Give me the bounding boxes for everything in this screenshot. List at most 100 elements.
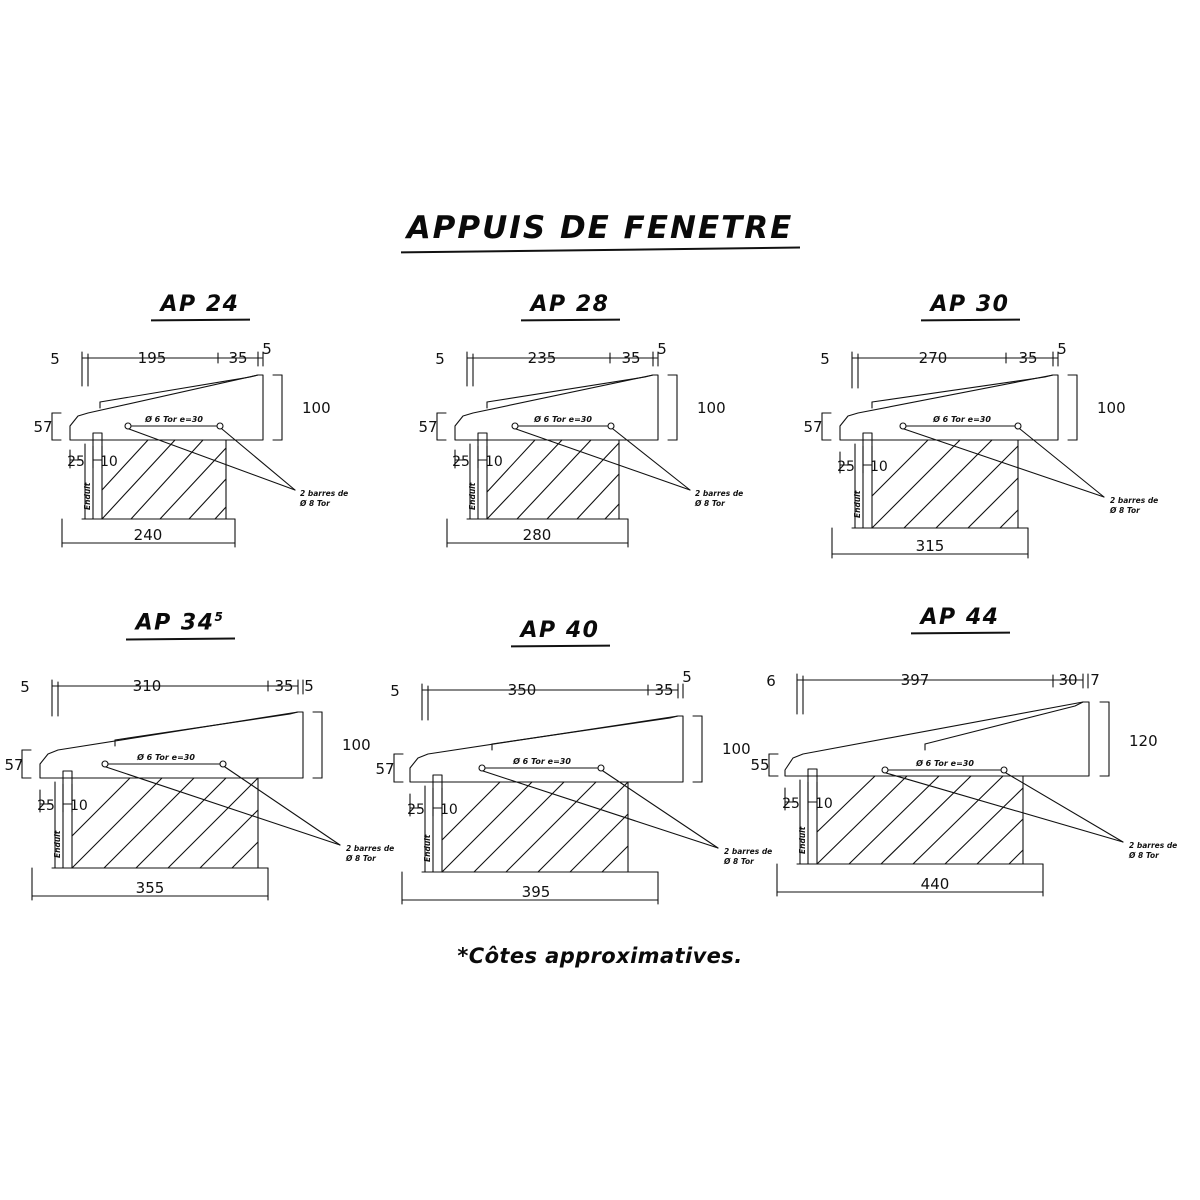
dim-top-far-right-ap44: 7 bbox=[1090, 671, 1100, 689]
rebar-note-line1-ap40: 2 barres de bbox=[724, 847, 772, 856]
dim-top-left-ap30: 5 bbox=[820, 350, 830, 368]
dim-top-right-ap40: 35 bbox=[654, 681, 673, 699]
dim-top-right-ap345: 35 bbox=[274, 677, 293, 695]
dim-bottom-total-ap28: 280 bbox=[523, 526, 552, 544]
figure-title-ap44: AP 44 bbox=[820, 605, 1100, 634]
render-label-ap28: Enduit bbox=[468, 482, 477, 510]
figure-title-ap40: AP 40 bbox=[420, 618, 700, 647]
dim-top-far-right-ap345: 5 bbox=[304, 677, 314, 695]
dim-lower-b-ap40: 10 bbox=[440, 802, 458, 818]
rebar-top-label-ap28: Ø 6 Tor e=30 bbox=[533, 414, 592, 424]
figure-ap40: 5 350 35 5 57 100 25 10 395 Ø 6 Tor e=30… bbox=[375, 668, 790, 928]
dim-top-right-ap28: 35 bbox=[621, 349, 640, 367]
dim-right-height-ap28: 100 bbox=[697, 399, 726, 417]
figure-title-ap40-text: AP 40 bbox=[520, 618, 600, 643]
dim-top-right-ap44: 30 bbox=[1058, 671, 1077, 689]
dim-bottom-total-ap44: 440 bbox=[921, 875, 950, 893]
figure-title-ap345-text: AP 34 bbox=[135, 610, 215, 636]
rebar-note-line1-ap28: 2 barres de bbox=[695, 489, 743, 498]
dim-right-height-ap44: 120 bbox=[1129, 732, 1158, 750]
dim-left-height-ap40: 57 bbox=[375, 760, 394, 778]
rebar-note-line1-ap44: 2 barres de bbox=[1129, 841, 1177, 850]
figure-title-ap30: AP 30 bbox=[830, 292, 1110, 321]
dim-right-height-ap24: 100 bbox=[302, 399, 331, 417]
dim-lower-a-ap28: 25 bbox=[452, 454, 470, 470]
dim-left-height-ap44: 55 bbox=[750, 756, 769, 774]
dim-top-right-ap30: 35 bbox=[1018, 349, 1037, 367]
footnote: *Côtes approximatives. bbox=[457, 944, 743, 968]
rebar-note-line1-ap30: 2 barres de bbox=[1110, 496, 1158, 505]
rebar-top-label-ap30: Ø 6 Tor e=30 bbox=[932, 414, 991, 424]
dim-right-height-ap30: 100 bbox=[1097, 399, 1126, 417]
render-label-ap345: Enduit bbox=[53, 830, 62, 858]
dim-lower-a-ap44: 25 bbox=[782, 796, 800, 812]
dim-top-left-ap24: 5 bbox=[50, 350, 60, 368]
rebar-note-line1-ap345: 2 barres de bbox=[346, 844, 394, 853]
dim-top-far-right-ap28: 5 bbox=[657, 340, 667, 358]
figure-ap24: 5 195 35 5 57 100 25 10 240 Ø 6 Tor e=30… bbox=[30, 340, 390, 570]
dim-bottom-total-ap24: 240 bbox=[134, 526, 163, 544]
render-label-ap30: Enduit bbox=[853, 490, 862, 518]
dim-left-height-ap28: 57 bbox=[418, 418, 437, 436]
rebar-note-line1-ap24: 2 barres de bbox=[300, 489, 348, 498]
dim-top-far-right-ap40: 5 bbox=[682, 668, 692, 686]
dim-top-main-ap30: 270 bbox=[919, 349, 948, 367]
rebar-note-line2-ap40: Ø 8 Tor bbox=[723, 857, 755, 866]
dim-top-left-ap40: 5 bbox=[390, 682, 400, 700]
dim-top-main-ap44: 397 bbox=[901, 671, 930, 689]
render-label-ap44: Enduit bbox=[798, 826, 807, 854]
dim-lower-b-ap345: 10 bbox=[70, 798, 88, 814]
dim-lower-b-ap28: 10 bbox=[485, 454, 503, 470]
figure-title-ap24-text: AP 24 bbox=[160, 292, 240, 317]
dim-lower-a-ap40: 25 bbox=[407, 802, 425, 818]
dim-left-height-ap345: 57 bbox=[4, 756, 23, 774]
dim-top-right-ap24: 35 bbox=[228, 349, 247, 367]
rebar-note-line2-ap44: Ø 8 Tor bbox=[1128, 851, 1160, 860]
dim-bottom-total-ap345: 355 bbox=[136, 879, 165, 897]
dim-lower-b-ap30: 10 bbox=[870, 459, 888, 475]
dim-lower-b-ap24: 10 bbox=[100, 454, 118, 470]
rebar-top-label-ap24: Ø 6 Tor e=30 bbox=[144, 414, 203, 424]
rebar-top-label-ap40: Ø 6 Tor e=30 bbox=[512, 756, 571, 766]
figure-title-ap345-sup: 5 bbox=[214, 610, 225, 624]
dim-top-far-right-ap30: 5 bbox=[1057, 340, 1067, 358]
render-label-ap24: Enduit bbox=[83, 482, 92, 510]
rebar-top-label-ap345: Ø 6 Tor e=30 bbox=[136, 752, 195, 762]
dim-top-left-ap345: 5 bbox=[20, 678, 30, 696]
dim-top-left-ap28: 5 bbox=[435, 350, 445, 368]
dim-bottom-total-ap40: 395 bbox=[522, 883, 551, 901]
rebar-note-line2-ap24: Ø 8 Tor bbox=[299, 499, 331, 508]
dim-top-main-ap24: 195 bbox=[138, 349, 167, 367]
dim-right-height-ap345: 100 bbox=[342, 736, 371, 754]
dim-top-main-ap28: 235 bbox=[528, 349, 557, 367]
rebar-note-line2-ap30: Ø 8 Tor bbox=[1109, 506, 1141, 515]
dim-lower-a-ap345: 25 bbox=[37, 798, 55, 814]
dim-bottom-total-ap30: 315 bbox=[916, 537, 945, 555]
dim-left-height-ap24: 57 bbox=[33, 418, 52, 436]
figure-ap28: 5 235 35 5 57 100 25 10 280 Ø 6 Tor e=30… bbox=[405, 340, 785, 570]
figure-ap345: 5 310 35 5 57 100 25 10 355 Ø 6 Tor e=30… bbox=[4, 660, 410, 920]
page-title: APPUIS DE FENETRE bbox=[0, 210, 1200, 251]
rebar-top-label-ap44: Ø 6 Tor e=30 bbox=[915, 758, 974, 768]
rebar-note-line2-ap345: Ø 8 Tor bbox=[345, 854, 377, 863]
dim-top-far-right-ap24: 5 bbox=[262, 340, 272, 358]
dim-top-main-ap345: 310 bbox=[133, 677, 162, 695]
dim-left-height-ap30: 57 bbox=[803, 418, 822, 436]
dim-lower-b-ap44: 10 bbox=[815, 796, 833, 812]
figure-title-ap28-text: AP 28 bbox=[530, 292, 610, 317]
dim-top-left-ap44: 6 bbox=[766, 672, 776, 690]
dim-lower-a-ap30: 25 bbox=[837, 459, 855, 475]
figure-title-ap24: AP 24 bbox=[60, 292, 340, 321]
figure-title-ap345: AP 345 bbox=[35, 610, 325, 639]
rebar-note-line2-ap28: Ø 8 Tor bbox=[694, 499, 726, 508]
dim-right-height-ap40: 100 bbox=[722, 740, 751, 758]
page-title-text: APPUIS DE FENETRE bbox=[401, 210, 800, 251]
figure-title-ap30-text: AP 30 bbox=[930, 292, 1010, 317]
figure-title-ap28: AP 28 bbox=[430, 292, 710, 321]
figure-ap44: 6 397 30 7 55 120 25 10 440 Ø 6 Tor e=30… bbox=[750, 660, 1195, 920]
figure-title-ap44-text: AP 44 bbox=[920, 605, 1000, 630]
dim-top-main-ap40: 350 bbox=[508, 681, 537, 699]
dim-lower-a-ap24: 25 bbox=[67, 454, 85, 470]
figure-ap30: 5 270 35 5 57 100 25 10 315 Ø 6 Tor e=30… bbox=[800, 340, 1200, 590]
